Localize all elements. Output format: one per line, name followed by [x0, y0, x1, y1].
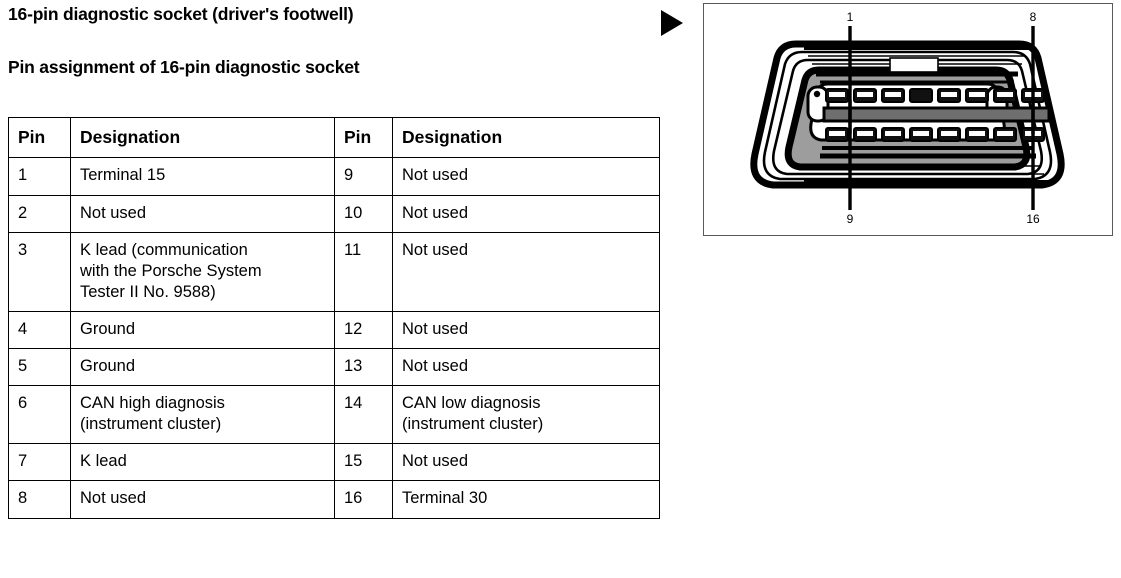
pin-right-value: 9: [344, 166, 354, 185]
table-row: 7 K lead 15 Not used: [8, 443, 660, 482]
designation-right: Not used: [392, 348, 660, 387]
pin-number-left: 1: [8, 157, 71, 196]
designation-left: Not used: [70, 480, 335, 519]
triangle-right-icon: [661, 10, 683, 36]
designation-left-value: Ground: [80, 319, 136, 338]
pin-number-right: 15: [334, 443, 393, 482]
designation-left-value: K lead (communication with the Porsche S…: [80, 240, 262, 301]
designation-right-value: Not used: [402, 319, 469, 338]
pin-right-value: 14: [344, 394, 363, 413]
pin-right-value: 16: [344, 489, 363, 508]
pin-left-value: 2: [18, 203, 28, 222]
table-header-row: Pin Designation Pin Designation: [8, 116, 660, 159]
pin-assignment-panel: 16-pin diagnostic socket (driver's footw…: [8, 4, 660, 519]
column-header-pin-right: Pin: [334, 116, 393, 159]
designation-right: Not used: [392, 443, 660, 482]
table-row: 3 K lead (communication with the Porsche…: [8, 231, 660, 312]
section-subtitle: Pin assignment of 16-pin diagnostic sock…: [8, 57, 360, 77]
designation-right: Not used: [392, 310, 660, 350]
designation-left: Ground: [70, 310, 335, 350]
pin-left-value: 8: [18, 489, 28, 508]
designation-left-value: CAN high diagnosis (instrument cluster): [80, 394, 225, 434]
column-header-pin-left: Pin: [8, 116, 71, 159]
designation-right: Terminal 30: [392, 480, 660, 519]
designation-left: K lead (communication with the Porsche S…: [70, 231, 335, 312]
pin-right-value: 10: [344, 203, 363, 222]
designation-right-value: Not used: [402, 166, 469, 185]
page-title: 16-pin diagnostic socket (driver's footw…: [8, 4, 354, 24]
pin-right-value: 13: [344, 357, 363, 376]
pin-left-value: 3: [18, 240, 28, 259]
table-row: 1 Terminal 15 9 Not used: [8, 157, 660, 196]
callout-label-pin-9: 9: [847, 212, 854, 226]
pin-number-left: 6: [8, 385, 71, 445]
pin-number-left: 8: [8, 480, 71, 519]
designation-left: Terminal 15: [70, 157, 335, 196]
pin-number-right: 16: [334, 480, 393, 519]
column-header-designation-right: Designation: [392, 116, 660, 159]
pin-number-right: 13: [334, 348, 393, 387]
pin-number-left: 7: [8, 443, 71, 482]
pin-number-right: 14: [334, 385, 393, 445]
designation-left-value: Ground: [80, 357, 136, 376]
designation-left: Not used: [70, 194, 335, 233]
designation-right-value: Not used: [402, 357, 469, 376]
pin-left-value: 7: [18, 452, 28, 471]
designation-left: Ground: [70, 348, 335, 387]
pin-number-right: 9: [334, 157, 393, 196]
table-row: 2 Not used 10 Not used: [8, 194, 660, 233]
obd2-connector-icon: 1 8 9 16: [750, 10, 1065, 226]
designation-right-value: Not used: [402, 452, 469, 471]
table-row: 4 Ground 12 Not used: [8, 310, 660, 350]
designation-left: CAN high diagnosis (instrument cluster): [70, 385, 335, 445]
designation-right-value: Not used: [402, 203, 469, 222]
designation-left: K lead: [70, 443, 335, 482]
designation-right-value: Not used: [402, 240, 469, 259]
table-row: 6 CAN high diagnosis (instrument cluster…: [8, 385, 660, 445]
table-row: 5 Ground 13 Not used: [8, 348, 660, 387]
pin-number-left: 3: [8, 231, 71, 312]
pin-left-value: 4: [18, 319, 28, 338]
callout-label-pin-8: 8: [1030, 10, 1037, 24]
column-header-designation-left: Designation: [70, 116, 335, 159]
pin-number-left: 4: [8, 310, 71, 350]
designation-right-value: Terminal 30: [402, 489, 488, 508]
pin-right-value: 12: [344, 319, 363, 338]
callout-label-pin-1: 1: [847, 10, 854, 24]
designation-right: Not used: [392, 194, 660, 233]
pin-left-value: 1: [18, 166, 28, 185]
pin-right-value: 11: [344, 240, 362, 259]
designation-left-value: Not used: [80, 489, 147, 508]
designation-right: CAN low diagnosis (instrument cluster): [392, 385, 660, 445]
figure-panel: 1 8 9 16: [655, 0, 1121, 578]
pin-right-value: 15: [344, 452, 363, 471]
designation-right-value: CAN low diagnosis (instrument cluster): [402, 394, 544, 434]
callout-label-pin-16: 16: [1026, 212, 1040, 226]
pin-left-value: 6: [18, 394, 28, 413]
table-row: 8 Not used 16 Terminal 30: [8, 480, 660, 519]
designation-right: Not used: [392, 157, 660, 196]
pin-left-value: 5: [18, 357, 28, 376]
pin-number-right: 10: [334, 194, 393, 233]
designation-left-value: K lead: [80, 452, 127, 471]
pin-number-right: 11: [334, 231, 393, 312]
designation-right: Not used: [392, 231, 660, 312]
pin-assignment-table: Pin Designation Pin Designation 1 Termin…: [8, 116, 660, 519]
connector-figure-frame: 1 8 9 16: [703, 3, 1113, 236]
pin-number-left: 2: [8, 194, 71, 233]
designation-left-value: Terminal 15: [80, 166, 166, 185]
pin-row-top: [825, 88, 1045, 103]
pin-number-right: 12: [334, 310, 393, 350]
pin-number-left: 5: [8, 348, 71, 387]
designation-left-value: Not used: [80, 203, 147, 222]
callout-leader-lines: [848, 26, 1035, 210]
